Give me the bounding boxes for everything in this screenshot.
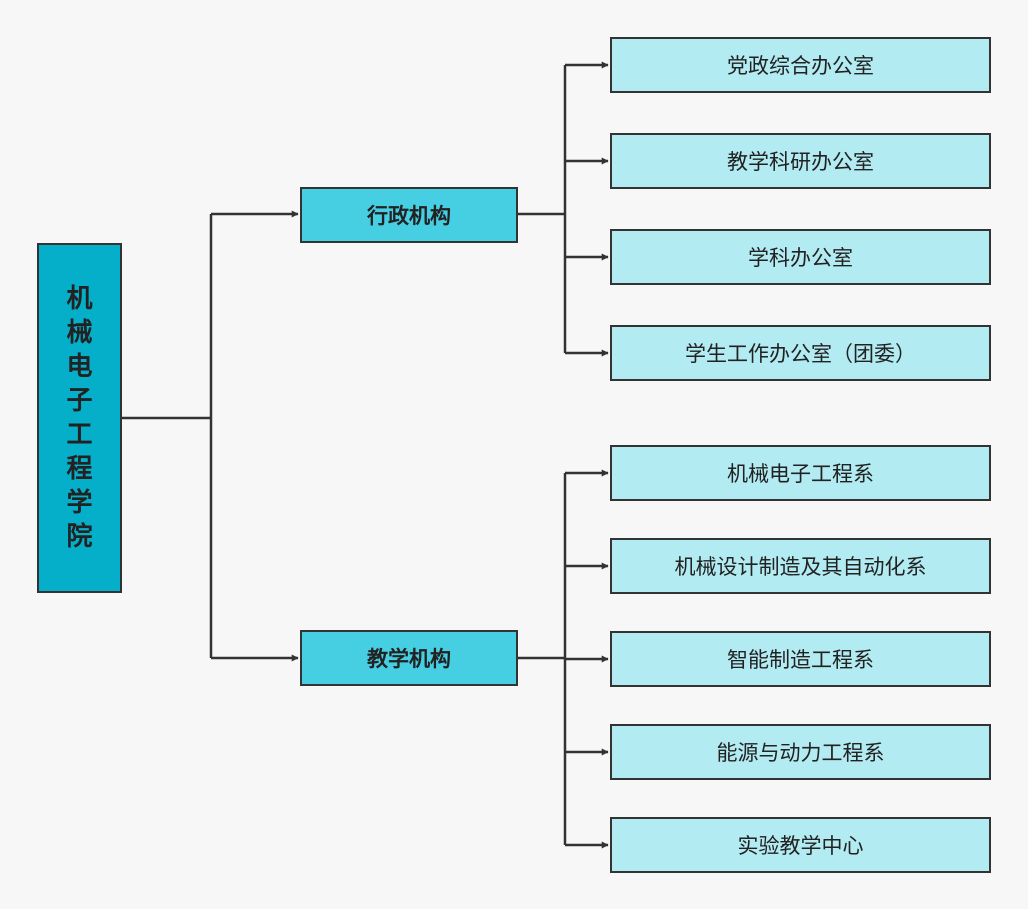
branch-node-teaching[interactable]: 教学机构: [300, 630, 518, 686]
root-char: 机: [66, 284, 93, 314]
branch-label: 教学机构: [367, 647, 451, 671]
leaf-node[interactable]: 机械电子工程系: [610, 445, 991, 501]
leaf-label: 机械设计制造及其自动化系: [674, 555, 927, 579]
leaf-node[interactable]: 教学科研办公室: [610, 133, 991, 189]
leaf-label: 教学科研办公室: [727, 150, 874, 174]
root-char: 工: [66, 420, 93, 450]
leaf-node[interactable]: 学生工作办公室（团委）: [610, 325, 991, 381]
leaf-label: 机械电子工程系: [727, 462, 874, 486]
root-char: 程: [66, 454, 93, 484]
leaf-label: 能源与动力工程系: [716, 741, 885, 765]
branch-label: 行政机构: [367, 204, 451, 228]
leaf-node[interactable]: 能源与动力工程系: [610, 724, 991, 780]
leaf-node[interactable]: 智能制造工程系: [610, 631, 991, 687]
root-node[interactable]: 机 械 电 子 工 程 学 院: [37, 243, 122, 593]
root-char: 子: [66, 386, 93, 416]
leaf-node[interactable]: 学科办公室: [610, 229, 991, 285]
leaf-label: 学生工作办公室（团委）: [685, 342, 916, 366]
root-char: 电: [66, 352, 93, 382]
branch-node-administrative[interactable]: 行政机构: [300, 187, 518, 243]
root-char: 学: [66, 488, 93, 518]
leaf-node[interactable]: 党政综合办公室: [610, 37, 991, 93]
root-char: 械: [66, 318, 93, 348]
leaf-node[interactable]: 机械设计制造及其自动化系: [610, 538, 991, 594]
leaf-label: 学科办公室: [748, 246, 853, 270]
leaf-node[interactable]: 实验教学中心: [610, 817, 991, 873]
leaf-label: 智能制造工程系: [727, 648, 874, 672]
leaf-label: 实验教学中心: [737, 834, 864, 858]
root-char: 院: [66, 522, 93, 552]
leaf-label: 党政综合办公室: [727, 54, 874, 78]
